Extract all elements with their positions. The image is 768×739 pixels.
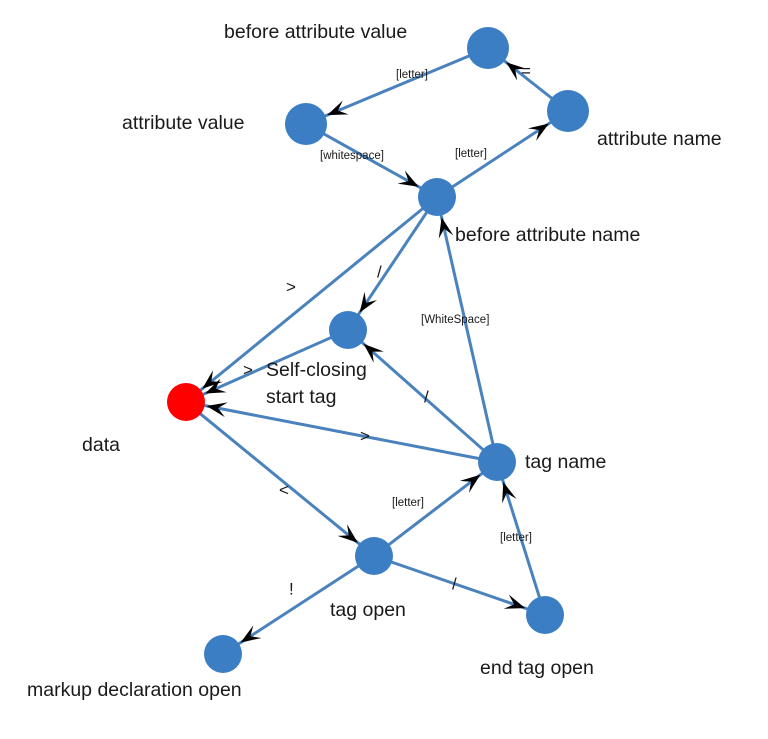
node-attribute_value[interactable] xyxy=(285,103,327,145)
edge-label: ! xyxy=(289,579,294,598)
edge-arrowhead xyxy=(206,402,228,418)
node-label-data: data xyxy=(82,434,120,456)
edge-label: [letter] xyxy=(392,497,424,509)
edge-label: / xyxy=(424,387,429,406)
edge-arrowhead xyxy=(506,62,527,81)
edge-line xyxy=(203,403,480,461)
node-attribute_name[interactable] xyxy=(547,90,589,132)
node-end_tag_open[interactable] xyxy=(526,596,564,634)
edge-arrowhead xyxy=(438,217,454,239)
edge-line xyxy=(390,560,529,611)
node-label-before_attribute_value: before attribute value xyxy=(224,21,407,43)
edge-label: > xyxy=(243,360,253,379)
node-label-attribute_name: attribute name xyxy=(597,128,722,150)
nodes-layer xyxy=(167,27,589,673)
edge-label: [letter] xyxy=(455,148,487,160)
node-before_attribute_value[interactable] xyxy=(467,27,509,69)
edge-line xyxy=(360,340,485,452)
edge-line xyxy=(198,412,362,546)
edge-label: > xyxy=(286,277,296,296)
edge-arrowhead xyxy=(359,291,378,313)
edge-line xyxy=(237,564,360,646)
node-markup_declaration_open[interactable] xyxy=(204,635,242,673)
edge-arrowhead xyxy=(459,474,481,493)
edge-line xyxy=(198,207,425,392)
node-label-tag_open: tag open xyxy=(330,599,406,621)
edge-arrowhead xyxy=(240,625,262,643)
edge-arrowhead xyxy=(202,370,223,389)
node-tag_open[interactable] xyxy=(355,537,393,575)
edge-label: [letter] xyxy=(500,532,532,544)
edge-line xyxy=(439,214,495,445)
node-tag_name[interactable] xyxy=(478,443,516,481)
node-labels-layer: data before attribute value attribute valu… xyxy=(27,21,722,701)
node-self_closing_start_tag[interactable] xyxy=(329,311,367,349)
edge-label: / xyxy=(377,262,382,281)
edges-layer xyxy=(198,54,554,646)
node-label-tag_name: tag name xyxy=(525,451,606,473)
edge-arrowhead xyxy=(337,524,358,543)
edge-arrowhead xyxy=(527,123,549,141)
node-label-markup_declaration_open: markup declaration open xyxy=(27,679,242,701)
edge-line xyxy=(323,54,471,118)
edge-labels-layer: [letter] = [whitespace] [letter] > / [WhiteSpa… xyxy=(243,61,532,598)
edge-line xyxy=(387,471,484,547)
edge-label: [whitespace] xyxy=(320,150,384,162)
edge-arrowhead xyxy=(363,343,384,363)
node-before_attribute_name[interactable] xyxy=(418,178,456,216)
edge-label: = xyxy=(521,61,531,80)
node-label-end_tag_open: end tag open xyxy=(480,657,594,679)
edge-arrowhead xyxy=(327,100,349,116)
edge-label: [WhiteSpace] xyxy=(421,314,489,326)
node-label-attribute_value: attribute value xyxy=(122,112,245,134)
edge-label: [letter] xyxy=(396,69,428,81)
edge-label: < xyxy=(279,480,289,499)
edge-arrowhead xyxy=(503,594,526,609)
arrowheads-layer xyxy=(202,62,549,643)
edge-label: / xyxy=(452,574,457,593)
edge-line xyxy=(500,478,542,599)
node-label-before_attribute_name: before attribute name xyxy=(455,224,640,246)
edge-line xyxy=(356,211,429,316)
edge-label: > xyxy=(360,426,370,445)
edge-line xyxy=(322,132,423,190)
edge-arrowhead xyxy=(205,378,227,394)
edge-line xyxy=(201,335,333,397)
edge-arrowhead xyxy=(397,170,419,187)
edge-line xyxy=(451,120,553,189)
edge-arrowhead xyxy=(502,482,517,504)
node-data[interactable] xyxy=(167,383,205,421)
